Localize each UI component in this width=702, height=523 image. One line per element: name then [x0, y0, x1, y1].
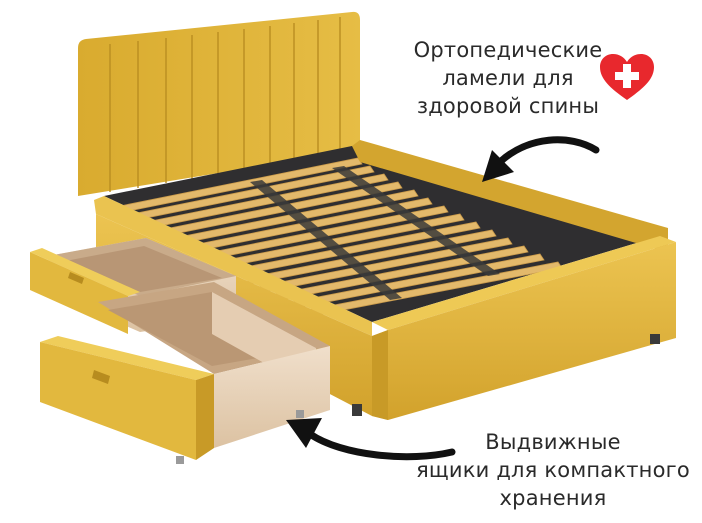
curved-arrow-icon	[482, 136, 600, 182]
side-rail-far	[352, 140, 668, 250]
drawer-front	[40, 282, 330, 464]
slats-caption-line-3: здоровой спины	[416, 94, 600, 118]
heart-cross-icon	[600, 54, 654, 100]
leg	[650, 334, 660, 344]
drawers-caption: Выдвижные ящики для компактного хранения	[408, 428, 698, 512]
drawer-wheel	[296, 410, 304, 418]
drawers-caption-line-2: ящики для компактного	[416, 458, 690, 482]
drawer-wheel	[176, 456, 184, 464]
drawers-caption-line-1: Выдвижные	[485, 430, 621, 454]
slat-holders	[250, 166, 500, 300]
slats-caption-line-2: ламели для	[442, 66, 574, 90]
drawer-handle	[68, 272, 84, 284]
drawer-handle	[92, 370, 110, 384]
headboard-channels	[109, 17, 341, 192]
foot-rail	[372, 236, 676, 420]
slats-caption: Ортопедические ламели для здоровой спины	[392, 36, 624, 120]
orthopedic-slats	[119, 157, 563, 317]
curved-arrow-icon	[286, 418, 456, 461]
headboard	[78, 11, 360, 197]
slats-caption-line-1: Ортопедические	[413, 38, 603, 62]
drawers-caption-line-3: хранения	[499, 486, 607, 510]
leg	[352, 404, 362, 416]
